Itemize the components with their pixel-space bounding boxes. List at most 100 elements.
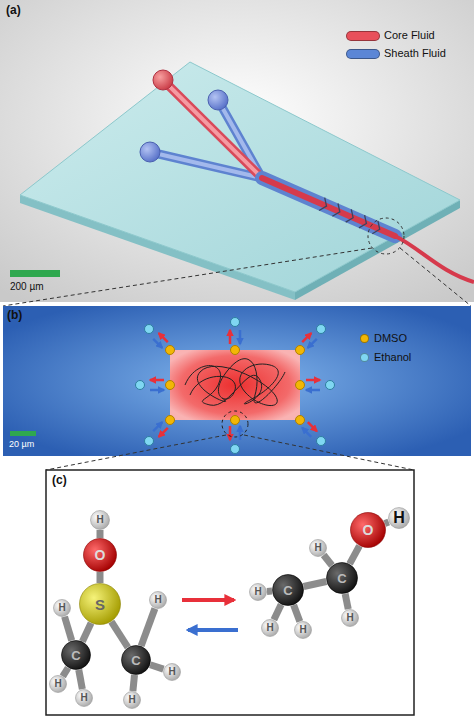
atom-sphere: H [90, 510, 110, 530]
atom-outline [91, 511, 110, 530]
atom-sphere: H [309, 539, 327, 557]
atom-outline [54, 600, 71, 617]
zoom-circle [222, 411, 248, 437]
ethanol-molecule [145, 325, 154, 334]
core-channel [163, 80, 262, 178]
atom-sphere: H [261, 619, 279, 637]
atom-symbol: H [149, 591, 167, 609]
atom-outline [273, 575, 304, 606]
atom-outline [327, 563, 358, 594]
atom-sphere: C [61, 640, 91, 670]
chemical-bond [324, 555, 332, 565]
atom-outline [76, 690, 93, 707]
atom-symbol: H [294, 621, 312, 639]
outflow-arrow [302, 333, 311, 342]
zoom-leader [244, 435, 414, 470]
atom-sphere: O [83, 538, 117, 572]
atom-symbol: C [61, 640, 91, 670]
inflow-arrow [239, 426, 242, 440]
atom-symbol: H [163, 663, 181, 681]
dmso-molecule [231, 346, 240, 355]
atom-symbol: H [309, 539, 327, 557]
atom-outline [262, 620, 279, 637]
polymer-chain [190, 359, 285, 403]
inflow-arrow [239, 330, 242, 344]
outflow-arrow [150, 379, 164, 382]
core-channel-highlight [163, 80, 262, 178]
chemical-bond [345, 594, 348, 609]
outflow-arrow [159, 333, 168, 342]
groove [319, 198, 326, 211]
atom-symbol: H [249, 583, 267, 601]
chemical-bond [82, 623, 91, 641]
inflow-arrow [153, 339, 162, 348]
atom-symbol: O [350, 512, 386, 548]
outflow-arrow [229, 330, 232, 344]
chemical-bond [274, 604, 281, 619]
inflow-arrow [302, 428, 311, 437]
chip-top [20, 62, 460, 292]
ethanol-molecule [317, 325, 326, 334]
atom-sphere: C [121, 645, 151, 675]
atom-sphere: H [123, 691, 141, 709]
zoom-leader [3, 248, 372, 306]
atom-outline [295, 622, 312, 639]
atom-outline [80, 584, 121, 625]
panel-background [0, 0, 474, 302]
chemical-bond [385, 522, 389, 524]
atom-outline [50, 676, 67, 693]
dmso-molecule [166, 346, 175, 355]
atom-outline [342, 610, 359, 627]
fiber [395, 236, 474, 282]
scale-label: 200 µm [10, 281, 44, 292]
chemical-bond [150, 665, 163, 669]
atom-outline [150, 592, 167, 609]
dmso-molecule [296, 346, 305, 355]
inflow-arrow [153, 422, 162, 431]
panel-background [3, 306, 471, 456]
atom-symbol: H [261, 619, 279, 637]
dmso-molecule [166, 416, 175, 425]
atom-outline [62, 641, 91, 670]
panel-frame [46, 470, 414, 715]
atom-sphere: H [163, 663, 181, 681]
outflow-arrow [308, 422, 317, 431]
chemical-bond [111, 622, 128, 648]
dmso-molecule [296, 381, 305, 390]
atom-symbol: H [75, 689, 93, 707]
dmso-molecule [166, 381, 175, 390]
atom-sphere: H [249, 583, 267, 601]
chemical-bond [65, 617, 72, 641]
groove [332, 204, 339, 217]
scale-label: 20 µm [9, 440, 34, 450]
main-channel [262, 178, 395, 236]
atom-symbol: H [49, 675, 67, 693]
legend-swatch [360, 334, 369, 343]
legend-swatch [360, 353, 369, 362]
zoom-leader [46, 435, 226, 470]
ethanol-molecule [317, 437, 326, 446]
chemical-bond [294, 605, 300, 622]
atom-symbol: H [90, 510, 110, 530]
atom-sphere: H [149, 591, 167, 609]
atom-symbol: H [388, 507, 410, 529]
legend-swatch [346, 31, 380, 41]
inflow-arrow [306, 389, 320, 392]
atom-sphere: H [53, 599, 71, 617]
atom-symbol: S [79, 583, 121, 625]
polymer-chain [185, 364, 278, 406]
legend-label: Ethanol [374, 351, 411, 363]
ethanol-molecule [326, 381, 335, 390]
groove [346, 209, 353, 222]
chemical-bond [304, 581, 327, 586]
legend-label: Sheath Fluid [384, 47, 446, 59]
outflow-arrow [159, 428, 168, 437]
ethanol-molecule [136, 381, 145, 390]
atom-outline [84, 539, 117, 572]
inflow-arrow [150, 389, 164, 392]
atom-symbol: H [123, 691, 141, 709]
legend-label: DMSO [374, 332, 407, 344]
chemical-bond [79, 670, 83, 689]
zoom-leader [400, 248, 471, 306]
panel-label: (b) [7, 309, 22, 322]
